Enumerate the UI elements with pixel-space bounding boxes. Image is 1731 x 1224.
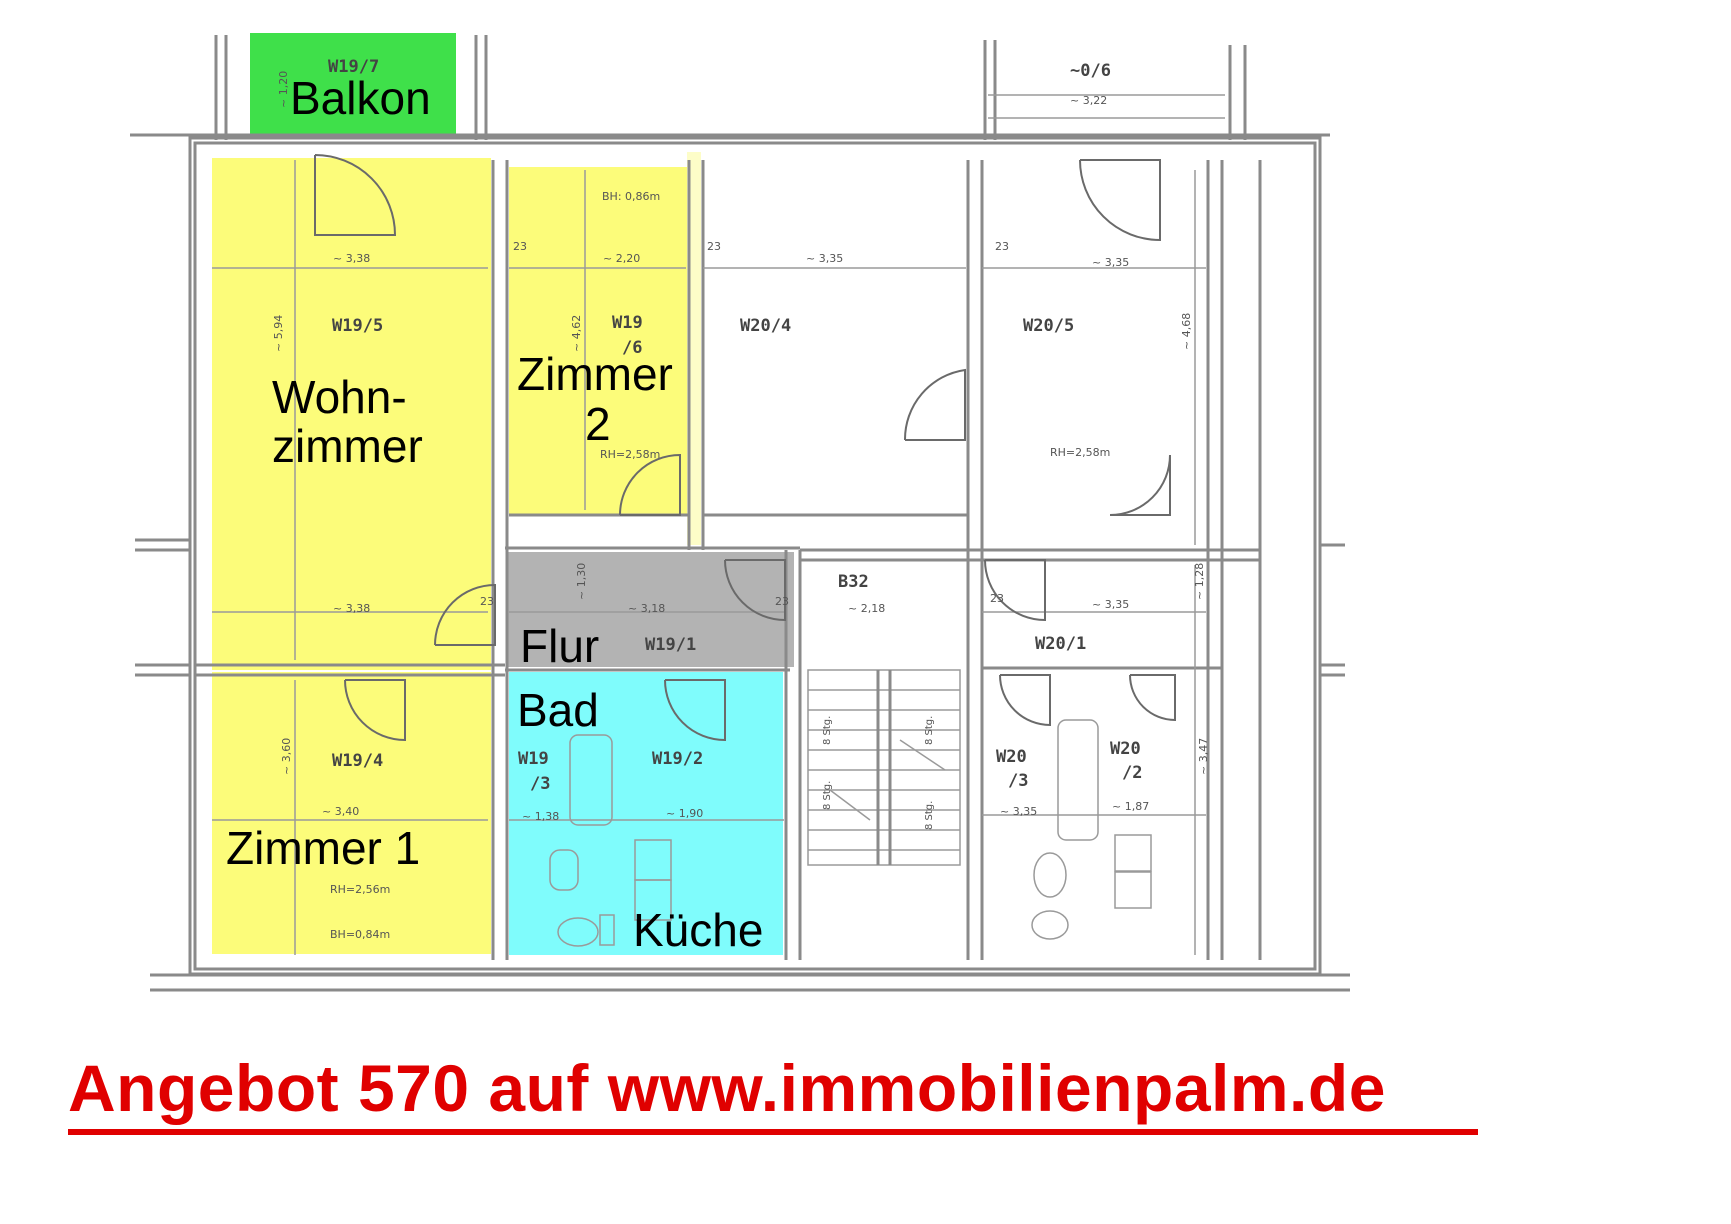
d-338-b-label: ~ 3,38: [333, 602, 370, 615]
d-462-label: ~ 4,62: [570, 315, 583, 352]
wohnzimmer-label-line2: zimmer: [272, 420, 423, 472]
d-130-label: ~ 1,30: [575, 563, 588, 600]
d-335-d-label: ~ 3,35: [1000, 805, 1037, 818]
zimmer1-label: Zimmer 1: [226, 822, 420, 874]
listing-link-underline: [68, 1129, 1478, 1135]
d-218-label: ~ 2,18: [848, 602, 885, 615]
bh-084-label: BH=0,84m: [330, 928, 390, 941]
d-468-label: ~ 4,68: [1180, 313, 1193, 350]
d-594-label: ~ 5,94: [272, 315, 285, 352]
stair-d-label: 8 Stg.: [924, 801, 935, 830]
d-347-label: ~ 3,47: [1197, 738, 1210, 775]
flur-fill: [508, 552, 794, 667]
listing-link[interactable]: Angebot 570 auf www.immobilienpalm.de: [68, 1051, 1386, 1125]
zimmer2-label-line1: Zimmer: [517, 348, 673, 400]
d-338-a-label: ~ 3,38: [333, 252, 370, 265]
w20-2-code-line1: W20: [1110, 739, 1141, 759]
flur-label: Flur: [520, 620, 599, 672]
w20-2-code-line2: /2: [1122, 763, 1142, 783]
stair-c-label: 8 Stg.: [822, 781, 833, 810]
bad-kueche-fill: [509, 672, 783, 955]
stair-b-label: 8 Stg.: [924, 716, 935, 745]
d-187-label: ~ 1,87: [1112, 800, 1149, 813]
zimmer2-code-line2: /6: [622, 338, 642, 358]
rh-256-label: RH=2,56m: [330, 883, 390, 896]
n23-a-label: 23: [513, 240, 527, 253]
d-335-b-label: ~ 3,35: [1092, 256, 1129, 269]
stair-a-label: 8 Stg.: [822, 716, 833, 745]
d-335-c-label: ~ 3,35: [1092, 598, 1129, 611]
d-190-label: ~ 1,90: [666, 807, 703, 820]
wohnzimmer-code: W19/5: [332, 316, 383, 336]
w20-5-code: W20/5: [1023, 316, 1074, 336]
d-340-label: ~ 3,40: [322, 805, 359, 818]
bad-label: Bad: [517, 684, 599, 736]
flur-code: W19/1: [645, 635, 696, 655]
w20-6-code: ~0/6: [1070, 61, 1111, 81]
d-318-label: ~ 3,18: [628, 602, 665, 615]
bad-code-line2: /3: [530, 774, 550, 794]
n23-b-label: 23: [707, 240, 721, 253]
d-138-a-label: ~ 1,38: [522, 810, 559, 823]
d-322-label: ~ 3,22: [1070, 94, 1107, 107]
fixtures: [549, 719, 1152, 947]
zimmer2-label-line2: 2: [585, 398, 611, 450]
bad-code-line1: W19: [518, 749, 549, 769]
bh-086-label: BH: 0,86m: [602, 190, 660, 203]
kueche-label: Küche: [633, 904, 763, 956]
b32-code: B32: [838, 572, 869, 592]
w20-1-code: W20/1: [1035, 634, 1086, 654]
n23-d-label: 23: [480, 595, 494, 608]
wohnzimmer-fill: [212, 158, 491, 670]
n23-c-label: 23: [995, 240, 1009, 253]
w20-3-code-line1: W20: [996, 747, 1027, 767]
zimmer2-fill: [509, 167, 687, 515]
d-360-label: ~ 3,60: [280, 738, 293, 775]
wohnzimmer-label-line1: Wohn-: [272, 371, 407, 423]
balkon-fill: [250, 33, 456, 137]
zimmer1-fill: [212, 672, 491, 954]
n23-e-label: 23: [775, 595, 789, 608]
dimension-lines: [212, 94, 1225, 955]
stairwell: [807, 669, 961, 866]
d-128-label: ~ 1,28: [1193, 563, 1206, 600]
d-120-label: ~ 1,20: [277, 71, 290, 108]
doors: [314, 154, 1176, 742]
rh-258-b-label: RH=2,58m: [1050, 446, 1110, 459]
zimmer1-code: W19/4: [332, 751, 383, 771]
d-335-a-label: ~ 3,35: [806, 252, 843, 265]
kueche-code: W19/2: [652, 749, 703, 769]
w20-3-code-line2: /3: [1008, 771, 1028, 791]
balkon-label: Balkon: [290, 72, 431, 124]
zimmer2-code-line1: W19: [612, 313, 643, 333]
d-220-label: ~ 2,20: [603, 252, 640, 265]
n23-f-label: 23: [990, 592, 1004, 605]
w20-4-code: W20/4: [740, 316, 791, 336]
rh-258-a-label: RH=2,58m: [600, 448, 660, 461]
balkon-code: W19/7: [328, 57, 379, 77]
